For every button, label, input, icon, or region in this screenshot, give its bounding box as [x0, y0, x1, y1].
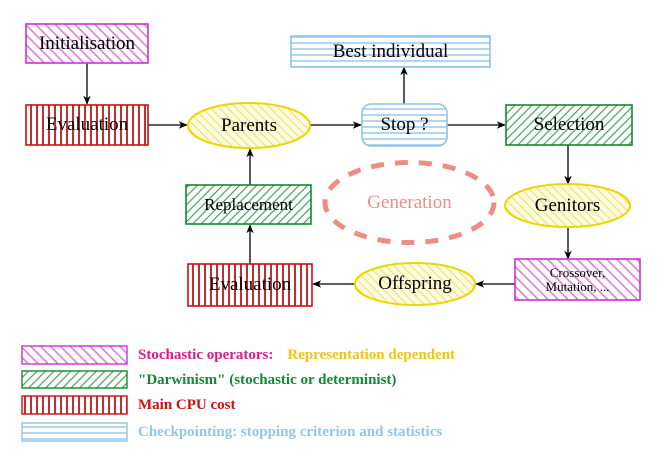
node-crossover-mutation[interactable] — [514, 258, 641, 301]
legend-row-stochastic-operators: Stochastic operators: Representation dep… — [138, 345, 455, 365]
legend-swatch-main-cpu-cost — [21, 395, 128, 415]
legend-swatch-darwinism — [21, 370, 128, 389]
node-genitors[interactable] — [504, 183, 631, 228]
legend-label-stochastic-operators: Stochastic operators: — [138, 346, 274, 363]
node-best-individual[interactable] — [290, 35, 491, 68]
node-offspring[interactable] — [354, 262, 476, 306]
legend-row-main-cpu-cost: Main CPU cost — [138, 395, 236, 415]
legend-label-checkpointing: Checkpointing: stopping criterion and st… — [138, 423, 443, 440]
node-stop[interactable] — [361, 103, 448, 147]
edge-group — [83, 63, 572, 288]
legend-row-checkpointing: Checkpointing: stopping criterion and st… — [138, 422, 442, 442]
legend-swatch-stochastic-operators — [21, 345, 128, 365]
node-evaluation-top[interactable] — [25, 104, 149, 146]
node-evaluation-bottom[interactable] — [187, 263, 313, 307]
legend-label-darwinism: "Darwinism" (stochastic or determinist) — [138, 371, 397, 388]
legend-swatch-checkpointing — [21, 422, 128, 442]
node-selection[interactable] — [505, 104, 633, 146]
legend-label-representation-dependent: Representation dependent — [287, 346, 456, 363]
node-initialisation[interactable] — [25, 23, 149, 64]
legend-row-darwinism: "Darwinism" (stochastic or determinist) — [138, 370, 396, 390]
legend-label-main-cpu-cost: Main CPU cost — [138, 396, 236, 413]
node-generation-boundary — [322, 160, 497, 245]
node-parents[interactable] — [187, 102, 311, 149]
node-replacement[interactable] — [185, 184, 312, 225]
